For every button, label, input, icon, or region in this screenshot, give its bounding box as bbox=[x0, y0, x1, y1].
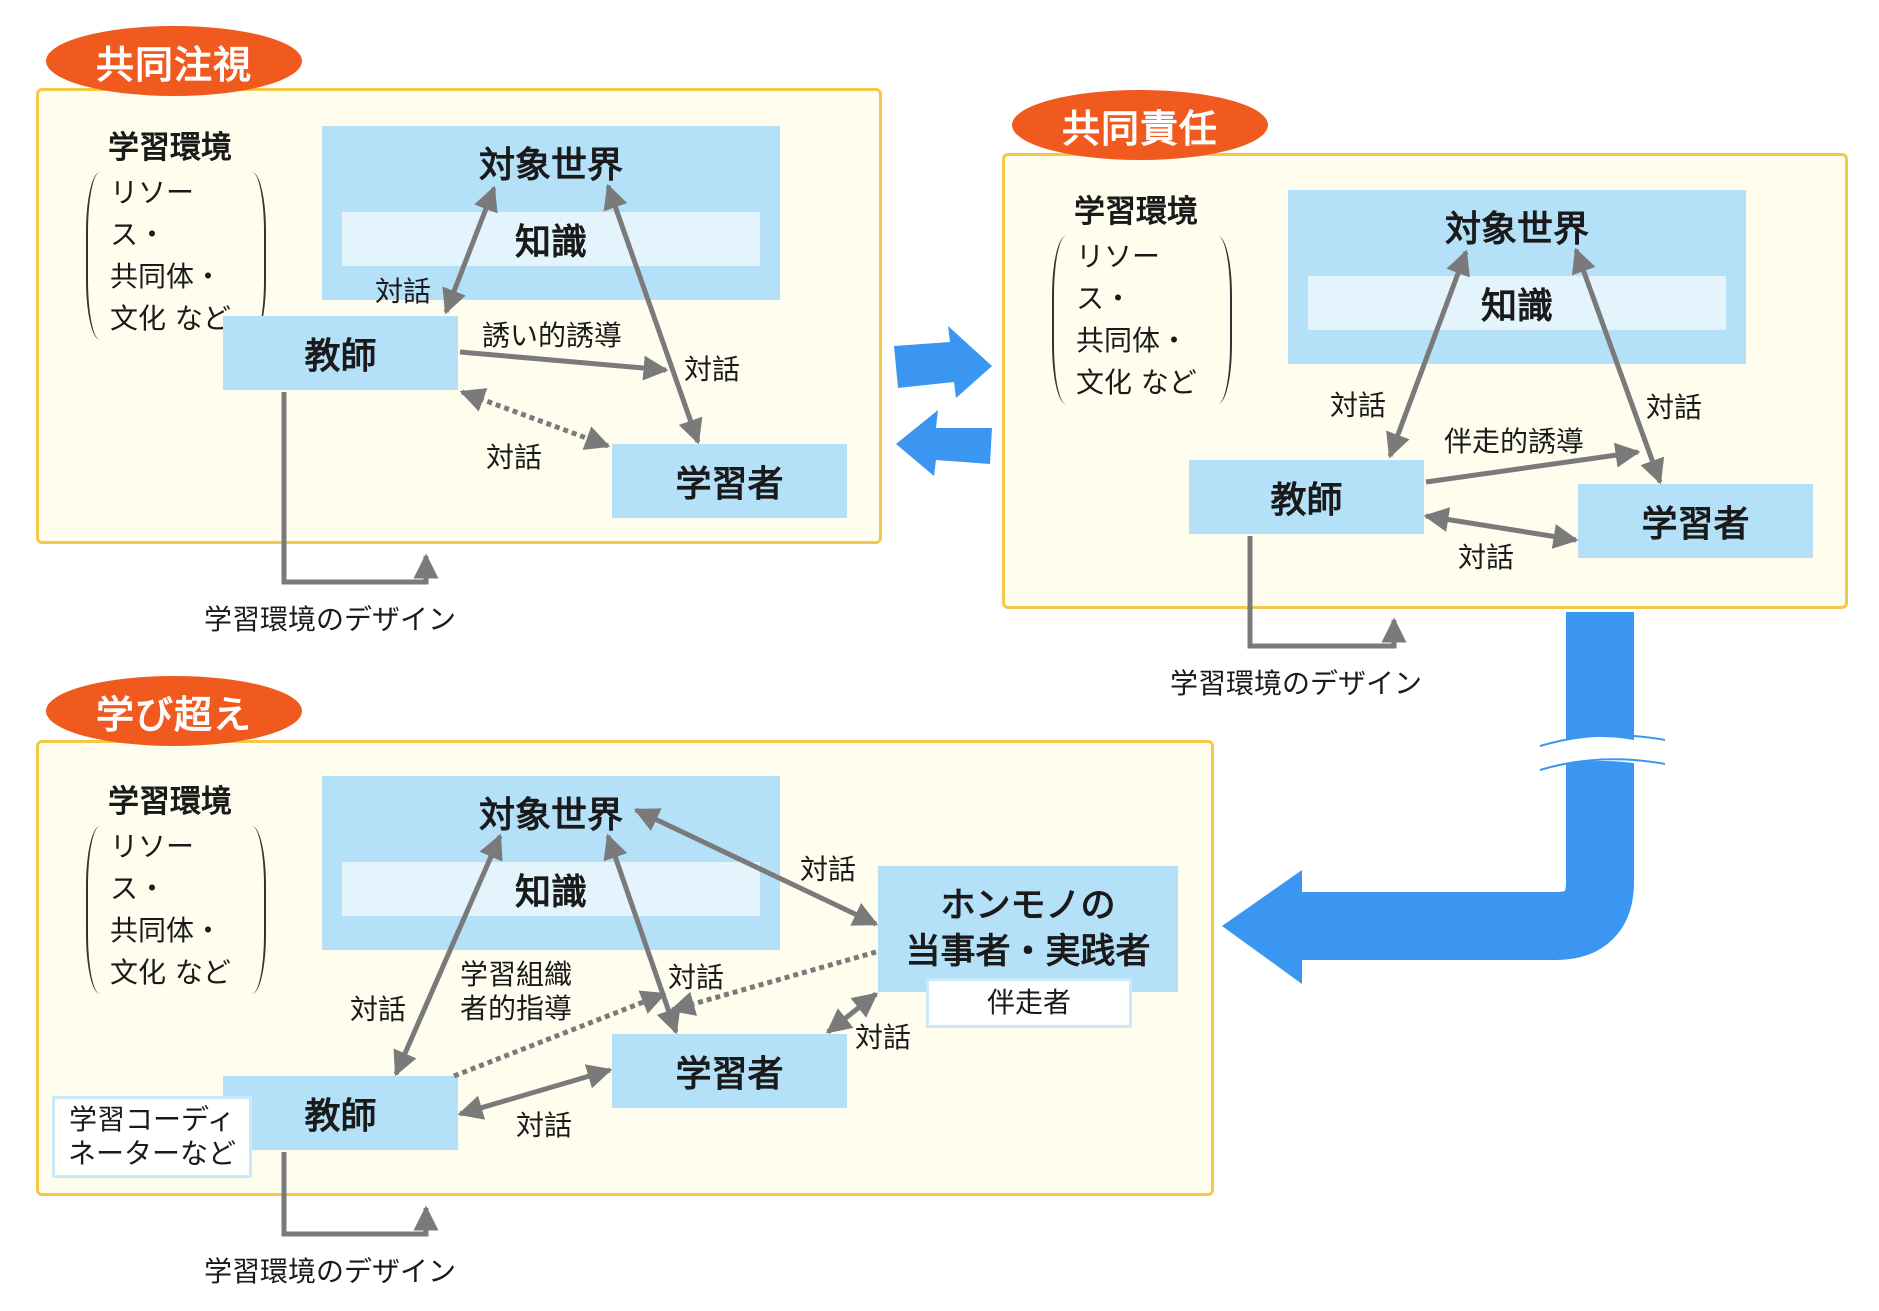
learner-box: 学習者 bbox=[612, 444, 847, 518]
env-title: 学習環境 bbox=[108, 130, 232, 166]
arrow-guide bbox=[459, 349, 669, 381]
env-resources: リソース・ 共同体・ 文化 など bbox=[86, 172, 266, 340]
flow-back-arrow bbox=[896, 410, 992, 476]
arrow-world-learner bbox=[1571, 247, 1665, 485]
env-resources: リソース・ 共同体・ 文化 など bbox=[86, 826, 266, 994]
tag-joint-attention: 共同注視 bbox=[46, 26, 302, 96]
design-label: 学習環境のデザイン bbox=[1170, 667, 1423, 700]
arrow-teacher-learner bbox=[457, 1064, 613, 1120]
arrow-guide bbox=[1425, 442, 1641, 485]
arrow-teacher-world bbox=[1386, 249, 1470, 459]
big-flow-arrow bbox=[1222, 612, 1670, 984]
guide-label: 誘い的誘導 bbox=[482, 319, 623, 352]
env-resources: リソース・ 共同体・ 文化 など bbox=[1052, 236, 1232, 404]
env-title: 学習環境 bbox=[1074, 194, 1198, 230]
target-world-title: 対象世界 bbox=[478, 795, 623, 836]
design-label: 学習環境のデザイン bbox=[204, 1255, 457, 1288]
env-title: 学習環境 bbox=[108, 784, 232, 820]
target-world-title: 対象世界 bbox=[478, 145, 623, 186]
panel1-connectors bbox=[281, 183, 703, 585]
flow-arrows bbox=[894, 326, 992, 476]
expert-practitioner-box: ホンモノの 当事者・実践者 bbox=[878, 866, 1178, 992]
design-loop bbox=[1247, 536, 1407, 649]
target-world-box: 対象世界 知識 bbox=[322, 126, 780, 300]
teacher-box: 教師 bbox=[1189, 460, 1424, 534]
tag-joint-responsibility: 共同責任 bbox=[1012, 90, 1268, 160]
dialog-label: 対話 bbox=[375, 275, 432, 308]
dialog-label: 対話 bbox=[1330, 389, 1387, 422]
arrow-teacher-world bbox=[393, 833, 503, 1077]
arrow-expert-learner bbox=[826, 992, 878, 1034]
panel2-connectors bbox=[1247, 247, 1665, 649]
learner-box: 学習者 bbox=[1578, 484, 1813, 558]
dotted-expert-guide bbox=[669, 949, 877, 1016]
target-world-title: 対象世界 bbox=[1444, 209, 1589, 250]
learner-box: 学習者 bbox=[612, 1034, 847, 1108]
dotted-teacher-guide bbox=[453, 990, 667, 1079]
design-loop bbox=[281, 1152, 439, 1237]
flow-forward-arrow bbox=[894, 326, 992, 398]
coordinator-note: 学習コーディ ネーターなど bbox=[52, 1096, 252, 1178]
teacher-box: 教師 bbox=[223, 316, 458, 390]
arrow-dialog bbox=[1423, 507, 1579, 549]
teacher-box: 教師 bbox=[223, 1076, 458, 1150]
panel3-connectors bbox=[281, 807, 879, 1237]
arrow-world-expert bbox=[633, 807, 879, 927]
arrow-dialog-dotted bbox=[459, 388, 611, 450]
tag-learning-beyond: 学び超え bbox=[46, 676, 302, 746]
design-label: 学習環境のデザイン bbox=[204, 603, 457, 636]
target-world-box: 対象世界 知識 bbox=[1288, 190, 1746, 364]
arrow-teacher-world bbox=[442, 185, 498, 315]
design-loop bbox=[281, 392, 439, 585]
companion-label-box: 伴走者 bbox=[926, 978, 1132, 1028]
arrow-world-learner bbox=[603, 183, 703, 445]
